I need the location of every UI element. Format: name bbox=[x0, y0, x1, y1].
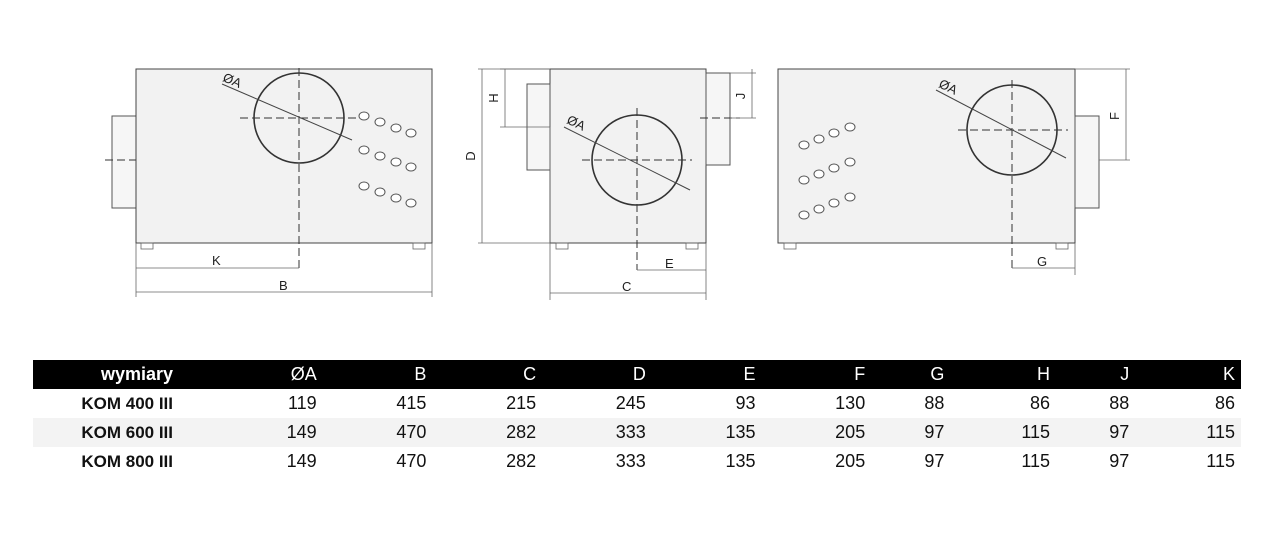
cell: 97 bbox=[871, 418, 951, 447]
row-model: KOM 800 III bbox=[81, 451, 173, 471]
cell: 205 bbox=[835, 451, 866, 471]
side-dim-h-label: H bbox=[486, 93, 501, 102]
cell: 205 bbox=[761, 418, 872, 447]
header-h: H bbox=[950, 360, 1057, 389]
side-foot-right bbox=[685, 242, 699, 250]
back-outlet-stub bbox=[1074, 115, 1100, 209]
cell: 245 bbox=[615, 393, 646, 413]
cell: 119 bbox=[288, 393, 317, 413]
cell: 97 bbox=[1109, 451, 1130, 471]
side-foot-left bbox=[555, 242, 569, 250]
cell: 115 bbox=[1206, 451, 1235, 471]
cell: 149 bbox=[213, 418, 323, 447]
cell: 333 bbox=[615, 451, 646, 471]
table-row: KOM 600 III 149 470 282 333 135 205 97 1… bbox=[33, 418, 1241, 447]
back-view: ØA F G bbox=[777, 68, 1130, 275]
cell: 93 bbox=[735, 393, 756, 413]
side-diameter-leader bbox=[563, 126, 691, 191]
row-model: KOM 400 III bbox=[81, 393, 173, 413]
header-f: F bbox=[761, 360, 872, 389]
cell: 282 bbox=[506, 451, 537, 471]
cell: 470 bbox=[322, 418, 433, 447]
cell: 97 bbox=[924, 451, 945, 471]
header-e: E bbox=[651, 360, 762, 389]
cell: 470 bbox=[396, 451, 427, 471]
cell: 215 bbox=[506, 393, 537, 413]
header-a: ØA bbox=[213, 360, 323, 389]
cell: 135 bbox=[725, 451, 756, 471]
back-vent-holes bbox=[798, 122, 856, 220]
side-dim-e-label: E bbox=[665, 256, 674, 271]
cell: 333 bbox=[542, 418, 652, 447]
table-row: KOM 400 III 119 415 215 245 93 130 88 86… bbox=[33, 389, 1241, 418]
header-j: J bbox=[1056, 360, 1136, 389]
cell: 135 bbox=[651, 418, 762, 447]
side-dim-j-label: J bbox=[733, 93, 748, 100]
cell: 86 bbox=[1030, 393, 1051, 413]
front-vent-holes bbox=[358, 111, 417, 208]
cell: 415 bbox=[396, 393, 427, 413]
cell: 149 bbox=[286, 451, 317, 471]
header-c: C bbox=[432, 360, 543, 389]
front-diameter-label: ØA bbox=[221, 70, 245, 91]
back-dim-f-label: F bbox=[1107, 112, 1122, 120]
cell: 86 bbox=[1214, 393, 1235, 413]
header-k: K bbox=[1135, 360, 1241, 389]
header-d: D bbox=[542, 360, 652, 389]
cell: 88 bbox=[1109, 393, 1130, 413]
cell: 88 bbox=[924, 393, 945, 413]
side-dim-c-label: C bbox=[622, 279, 631, 294]
side-view: ØA H D J E C bbox=[463, 68, 756, 300]
back-foot-left bbox=[783, 242, 797, 250]
back-dim-g-label: G bbox=[1037, 254, 1047, 269]
side-dim-d-label: D bbox=[463, 151, 478, 160]
front-inlet-stub bbox=[111, 115, 137, 209]
dimensions-table: wymiary ØA B C D E F G H J K KOM 400 III… bbox=[33, 360, 1241, 476]
front-view: ØA K B bbox=[105, 68, 433, 297]
cell: 97 bbox=[1056, 418, 1136, 447]
header-b: B bbox=[322, 360, 433, 389]
front-dim-k-label: K bbox=[212, 253, 221, 268]
cell: 115 bbox=[1135, 418, 1241, 447]
back-foot-right bbox=[1055, 242, 1069, 250]
technical-drawing: ØA K B bbox=[105, 68, 1130, 300]
cell: 130 bbox=[835, 393, 866, 413]
cell: 115 bbox=[1021, 451, 1051, 471]
front-diameter-leader bbox=[221, 83, 353, 141]
front-foot-right bbox=[412, 242, 426, 250]
front-foot-left bbox=[140, 242, 154, 250]
row-model: KOM 600 III bbox=[33, 418, 213, 447]
front-dim-b-label: B bbox=[279, 278, 288, 293]
back-diameter-leader bbox=[935, 89, 1067, 159]
table-header-row: wymiary ØA B C D E F G H J K bbox=[33, 360, 1241, 389]
header-wymiary: wymiary bbox=[33, 360, 213, 389]
table-row: KOM 800 III 149 470 282 333 135 205 97 1… bbox=[33, 447, 1241, 476]
cell: 282 bbox=[432, 418, 543, 447]
cell: 115 bbox=[950, 418, 1057, 447]
side-outlet-stub bbox=[705, 72, 731, 166]
header-g: G bbox=[871, 360, 951, 389]
